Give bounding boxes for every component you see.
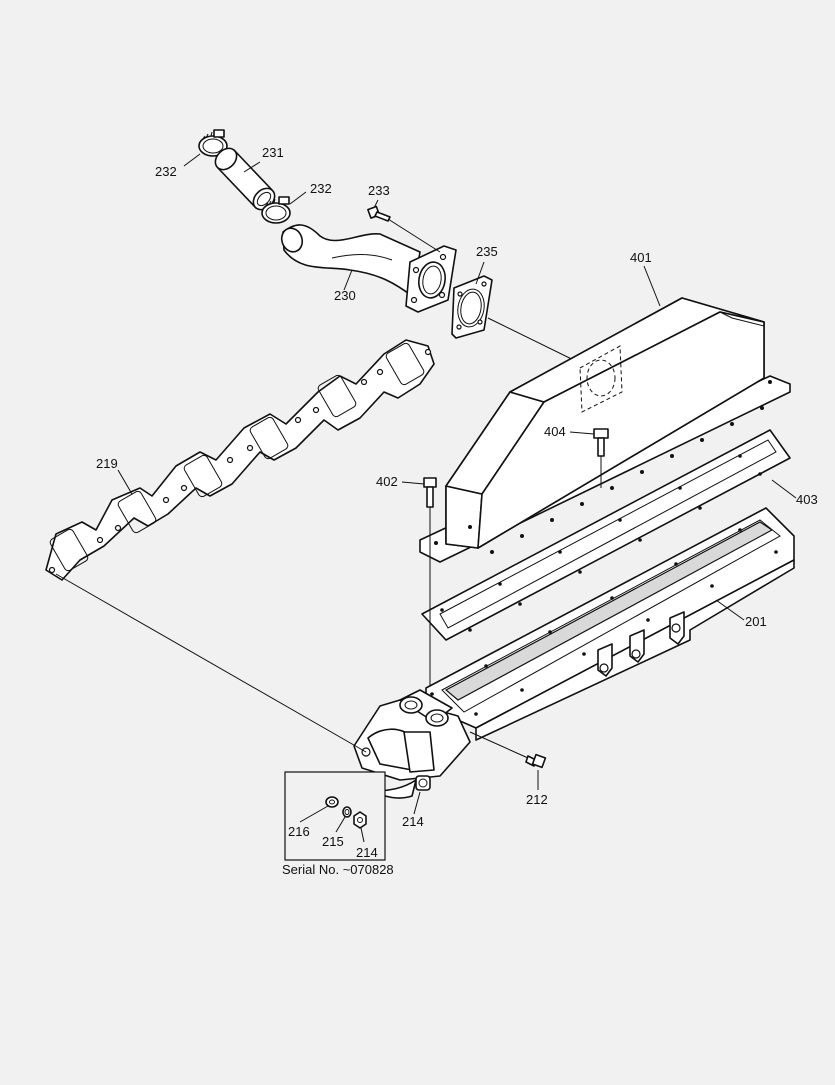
- lock-washer-215: [342, 806, 352, 818]
- bolt-402: [423, 477, 437, 690]
- callout-214-inset: 214: [356, 845, 378, 860]
- washer-216: [325, 796, 339, 808]
- hose-clamp-232-bottom: [261, 196, 291, 224]
- hose-231: [214, 147, 276, 211]
- callout-219: 219: [96, 456, 118, 471]
- nut-214-inset: [353, 811, 367, 829]
- elbow-pipe-230: [280, 224, 457, 313]
- cover-bolt-holes: [434, 380, 772, 554]
- nut-214: [415, 775, 431, 791]
- callout-216: 216: [288, 824, 310, 839]
- manifold-cover-401: [419, 297, 791, 563]
- callout-214-manifold: 214: [402, 814, 424, 829]
- callout-235: 235: [476, 244, 498, 259]
- callout-232-bottom: 232: [310, 181, 332, 196]
- exhaust-manifold-201: [353, 507, 795, 781]
- exhaust-gasket-219: [45, 339, 435, 581]
- callout-201: 201: [745, 614, 767, 629]
- callout-402: 402: [376, 474, 398, 489]
- callout-233: 233: [368, 183, 390, 198]
- callout-labels: 232 231 232 233 230 235 401 404 219 402 …: [96, 145, 818, 860]
- callout-401: 401: [630, 250, 652, 265]
- inset-caption: Serial No. ~070828: [282, 862, 394, 877]
- bolt-233: [367, 205, 441, 253]
- callout-215: 215: [322, 834, 344, 849]
- callout-212: 212: [526, 792, 548, 807]
- callout-232-top: 232: [155, 164, 177, 179]
- gasket-235: [451, 275, 493, 339]
- bolt-404: [593, 428, 609, 488]
- callout-403: 403: [796, 492, 818, 507]
- callout-231: 231: [262, 145, 284, 160]
- hose-clamp-232-top: [198, 129, 228, 157]
- serial-inset: Serial No. ~070828: [282, 771, 394, 877]
- gasket-403: [421, 429, 791, 641]
- callout-230: 230: [334, 288, 356, 303]
- callout-leaders: [117, 153, 797, 815]
- callout-404: 404: [544, 424, 566, 439]
- manifold-bolt-holes: [430, 528, 778, 716]
- bolt-212: [469, 731, 547, 769]
